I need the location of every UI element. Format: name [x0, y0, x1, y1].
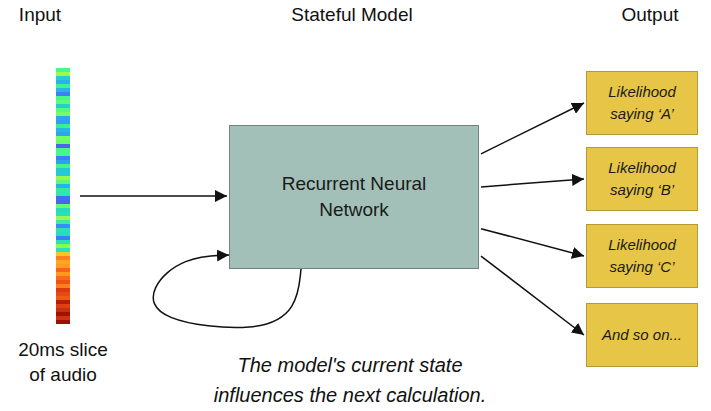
- arrow: [481, 229, 584, 256]
- node-text: Likelihood saying ‘B’: [595, 157, 689, 201]
- output-box: Likelihood saying ‘A’: [586, 71, 698, 135]
- spectrogram-band: [56, 172, 70, 176]
- spectrogram-band: [56, 220, 70, 224]
- input-label: 20ms slice of audio: [13, 338, 113, 387]
- spectrogram-band: [56, 80, 70, 84]
- column-heading: Input: [19, 4, 61, 26]
- spectrogram-band: [56, 168, 70, 172]
- spectrogram-band: [56, 108, 70, 112]
- spectrogram-band: [56, 76, 70, 80]
- spectrogram-band: [56, 72, 70, 76]
- audio-slice: 20ms slice of audio: [13, 68, 113, 387]
- spectrogram-band: [56, 256, 70, 260]
- spectrogram-band: [56, 288, 70, 292]
- spectrogram-band: [56, 160, 70, 164]
- spectrogram-band: [56, 296, 70, 300]
- spectrogram-band: [56, 280, 70, 284]
- spectrogram-band: [56, 204, 70, 208]
- spectrogram-band: [56, 300, 70, 304]
- spectrogram-band: [56, 200, 70, 204]
- spectrogram-band: [56, 192, 70, 196]
- spectrogram-band: [56, 84, 70, 88]
- spectrogram-band: [56, 236, 70, 240]
- spectrogram-band: [56, 68, 70, 72]
- output-box: Likelihood saying ‘C’: [586, 224, 698, 288]
- spectrogram-band: [56, 100, 70, 104]
- spectrogram-band: [56, 316, 70, 320]
- spectrogram-band: [56, 228, 70, 232]
- spectrogram-band: [56, 176, 70, 180]
- spectrogram-band: [56, 120, 70, 124]
- spectrogram-band: [56, 152, 70, 156]
- process-box: Recurrent Neural Network: [229, 125, 479, 269]
- spectrogram-band: [56, 144, 70, 148]
- spectrogram-band: [56, 304, 70, 308]
- node-text: Likelihood saying ‘A’: [595, 81, 689, 125]
- spectrogram-band: [56, 92, 70, 96]
- column-heading: Stateful Model: [291, 4, 412, 26]
- spectrogram-band: [56, 96, 70, 100]
- arrow: [80, 195, 227, 197]
- output-box: And so on...: [586, 303, 698, 367]
- spectrogram-band: [56, 252, 70, 256]
- spectrogram-band: [56, 284, 70, 288]
- column-heading: Output: [621, 4, 678, 26]
- spectrogram-band: [56, 264, 70, 268]
- spectrogram-band: [56, 312, 70, 316]
- spectrogram-band: [56, 140, 70, 144]
- spectrogram-band: [56, 136, 70, 140]
- spectrogram-band: [56, 276, 70, 280]
- output-box: Likelihood saying ‘B’: [586, 147, 698, 211]
- spectrogram-band: [56, 132, 70, 136]
- spectrogram-band: [56, 180, 70, 184]
- spectrogram-band: [56, 116, 70, 120]
- node-text: Recurrent Neural Network: [269, 171, 439, 222]
- spectrogram-band: [56, 292, 70, 296]
- spectrogram-band: [56, 104, 70, 108]
- spectrogram-band: [56, 240, 70, 244]
- spectrogram-band: [56, 268, 70, 272]
- spectrogram-band: [56, 308, 70, 312]
- spectrogram-band: [56, 112, 70, 116]
- spectrogram-bar: [56, 68, 70, 324]
- spectrogram-band: [56, 224, 70, 228]
- spectrogram-band: [56, 124, 70, 128]
- spectrogram-band: [56, 184, 70, 188]
- spectrogram-band: [56, 232, 70, 236]
- spectrogram-band: [56, 88, 70, 92]
- spectrogram-band: [56, 260, 70, 264]
- spectrogram-band: [56, 208, 70, 212]
- caption: The model's current state influences the…: [195, 350, 505, 410]
- arrow: [481, 103, 584, 154]
- spectrogram-band: [56, 212, 70, 216]
- spectrogram-band: [56, 216, 70, 220]
- arrow: [481, 256, 584, 335]
- node-text: Likelihood saying ‘C’: [595, 234, 689, 278]
- arrow: [481, 179, 584, 187]
- spectrogram-band: [56, 148, 70, 152]
- spectrogram-band: [56, 128, 70, 132]
- spectrogram-band: [56, 196, 70, 200]
- spectrogram-band: [56, 272, 70, 276]
- spectrogram-band: [56, 156, 70, 160]
- spectrogram-band: [56, 188, 70, 192]
- spectrogram-band: [56, 248, 70, 252]
- spectrogram-band: [56, 164, 70, 168]
- node-text: And so on...: [602, 324, 682, 346]
- spectrogram-band: [56, 320, 70, 324]
- spectrogram-band: [56, 244, 70, 248]
